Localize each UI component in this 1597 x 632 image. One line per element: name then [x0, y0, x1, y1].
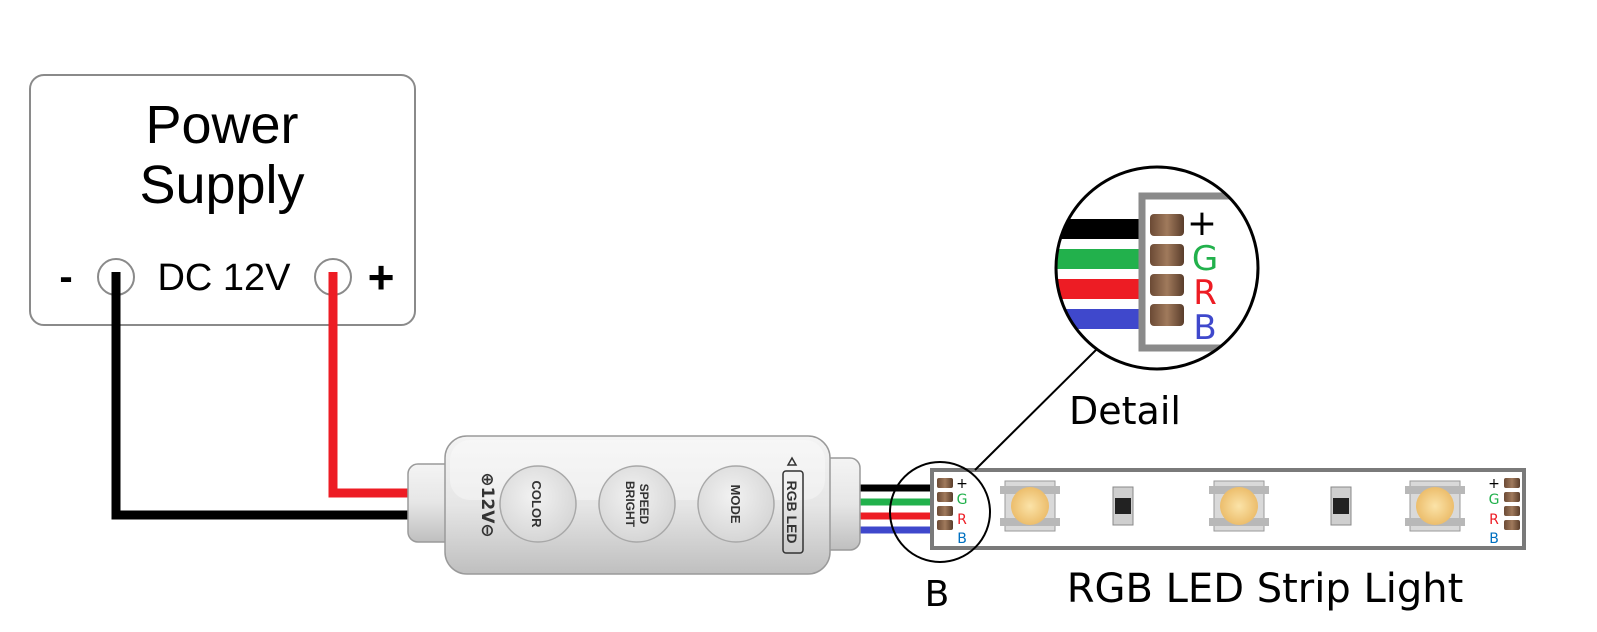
led-chip-3: [1405, 480, 1465, 532]
detail-wire-black: [1056, 219, 1145, 239]
positive-terminal-symbol: +: [368, 251, 395, 303]
power-wires: [111, 272, 425, 520]
detail-pad-plus: [1150, 214, 1184, 236]
detail-circle-outline: [1054, 165, 1260, 371]
rgb-led-label: RGB LED: [784, 481, 800, 544]
led-chip-2: [1209, 480, 1269, 532]
black-power-wire: [111, 272, 425, 520]
strip-right-pin-b: B: [1489, 531, 1499, 547]
detail-pad-g: [1150, 244, 1184, 266]
detail-pin-r: R: [1193, 273, 1217, 313]
speed-button-label: SPEED: [637, 484, 651, 525]
mode-button-label: MODE: [728, 485, 743, 524]
detail-caption: Detail: [1069, 389, 1181, 433]
strip-right-pin-plus: +: [1488, 476, 1500, 492]
detail-pin-g: G: [1192, 239, 1218, 279]
power-supply: Power Supply - DC 12V +: [29, 74, 416, 326]
detail-wire-blue: [1056, 309, 1145, 329]
detail-pad-b: [1150, 304, 1184, 326]
connection-point-label: B: [925, 574, 950, 615]
resistor-2: [1330, 486, 1352, 526]
rgb-led-label-box: RGB LED: [782, 456, 804, 554]
detail-pin-b: B: [1193, 308, 1216, 348]
led-strip: + G R B: [930, 468, 1526, 550]
strip-caption: RGB LED Strip Light: [1067, 566, 1464, 612]
bright-button-label: BRIGHT: [623, 481, 637, 528]
strip-left-pin-b: B: [957, 531, 967, 547]
power-supply-title-line2: Supply: [139, 155, 304, 215]
rgb-led-label-frame: [782, 470, 804, 554]
red-power-wire: [328, 272, 425, 498]
strip-left-pin-r: R: [957, 512, 967, 528]
rgb-controller: ⊕12V⊖ COLOR SPEED BRIGHT MODE RGB LED: [407, 435, 861, 575]
detail-magnifier: + G R B: [1054, 165, 1260, 371]
connection-callout-circle: [889, 461, 991, 563]
mode-button[interactable]: MODE: [697, 465, 775, 543]
strip-left-pin-plus: +: [956, 476, 968, 492]
power-supply-title-line1: Power: [145, 95, 298, 155]
detail-pin-plus: +: [1187, 203, 1217, 244]
warning-triangle-icon: [786, 456, 798, 466]
resistor-1: [1112, 486, 1134, 526]
color-button-label: COLOR: [529, 481, 544, 529]
strip-left-pin-g: G: [957, 492, 968, 508]
color-button[interactable]: COLOR: [499, 465, 577, 543]
output-wires: [850, 484, 942, 534]
controller-power-label: ⊕12V⊖: [477, 472, 497, 537]
detail-wire-green: [1056, 249, 1145, 269]
speed-bright-button[interactable]: SPEED BRIGHT: [598, 465, 676, 543]
detail-strip-edge: [1138, 192, 1258, 352]
led-chip-1: [1000, 480, 1060, 532]
strip-left-pads: [937, 478, 953, 530]
detail-wire-red: [1056, 279, 1145, 299]
strip-right-pin-g: G: [1489, 492, 1500, 508]
detail-pad-r: [1150, 274, 1184, 296]
detail-leader-line: [974, 345, 1101, 471]
negative-terminal-symbol: -: [59, 255, 72, 299]
strip-right-pin-r: R: [1489, 512, 1499, 528]
strip-right-pads: [1504, 478, 1520, 530]
voltage-label: DC 12V: [157, 257, 291, 299]
